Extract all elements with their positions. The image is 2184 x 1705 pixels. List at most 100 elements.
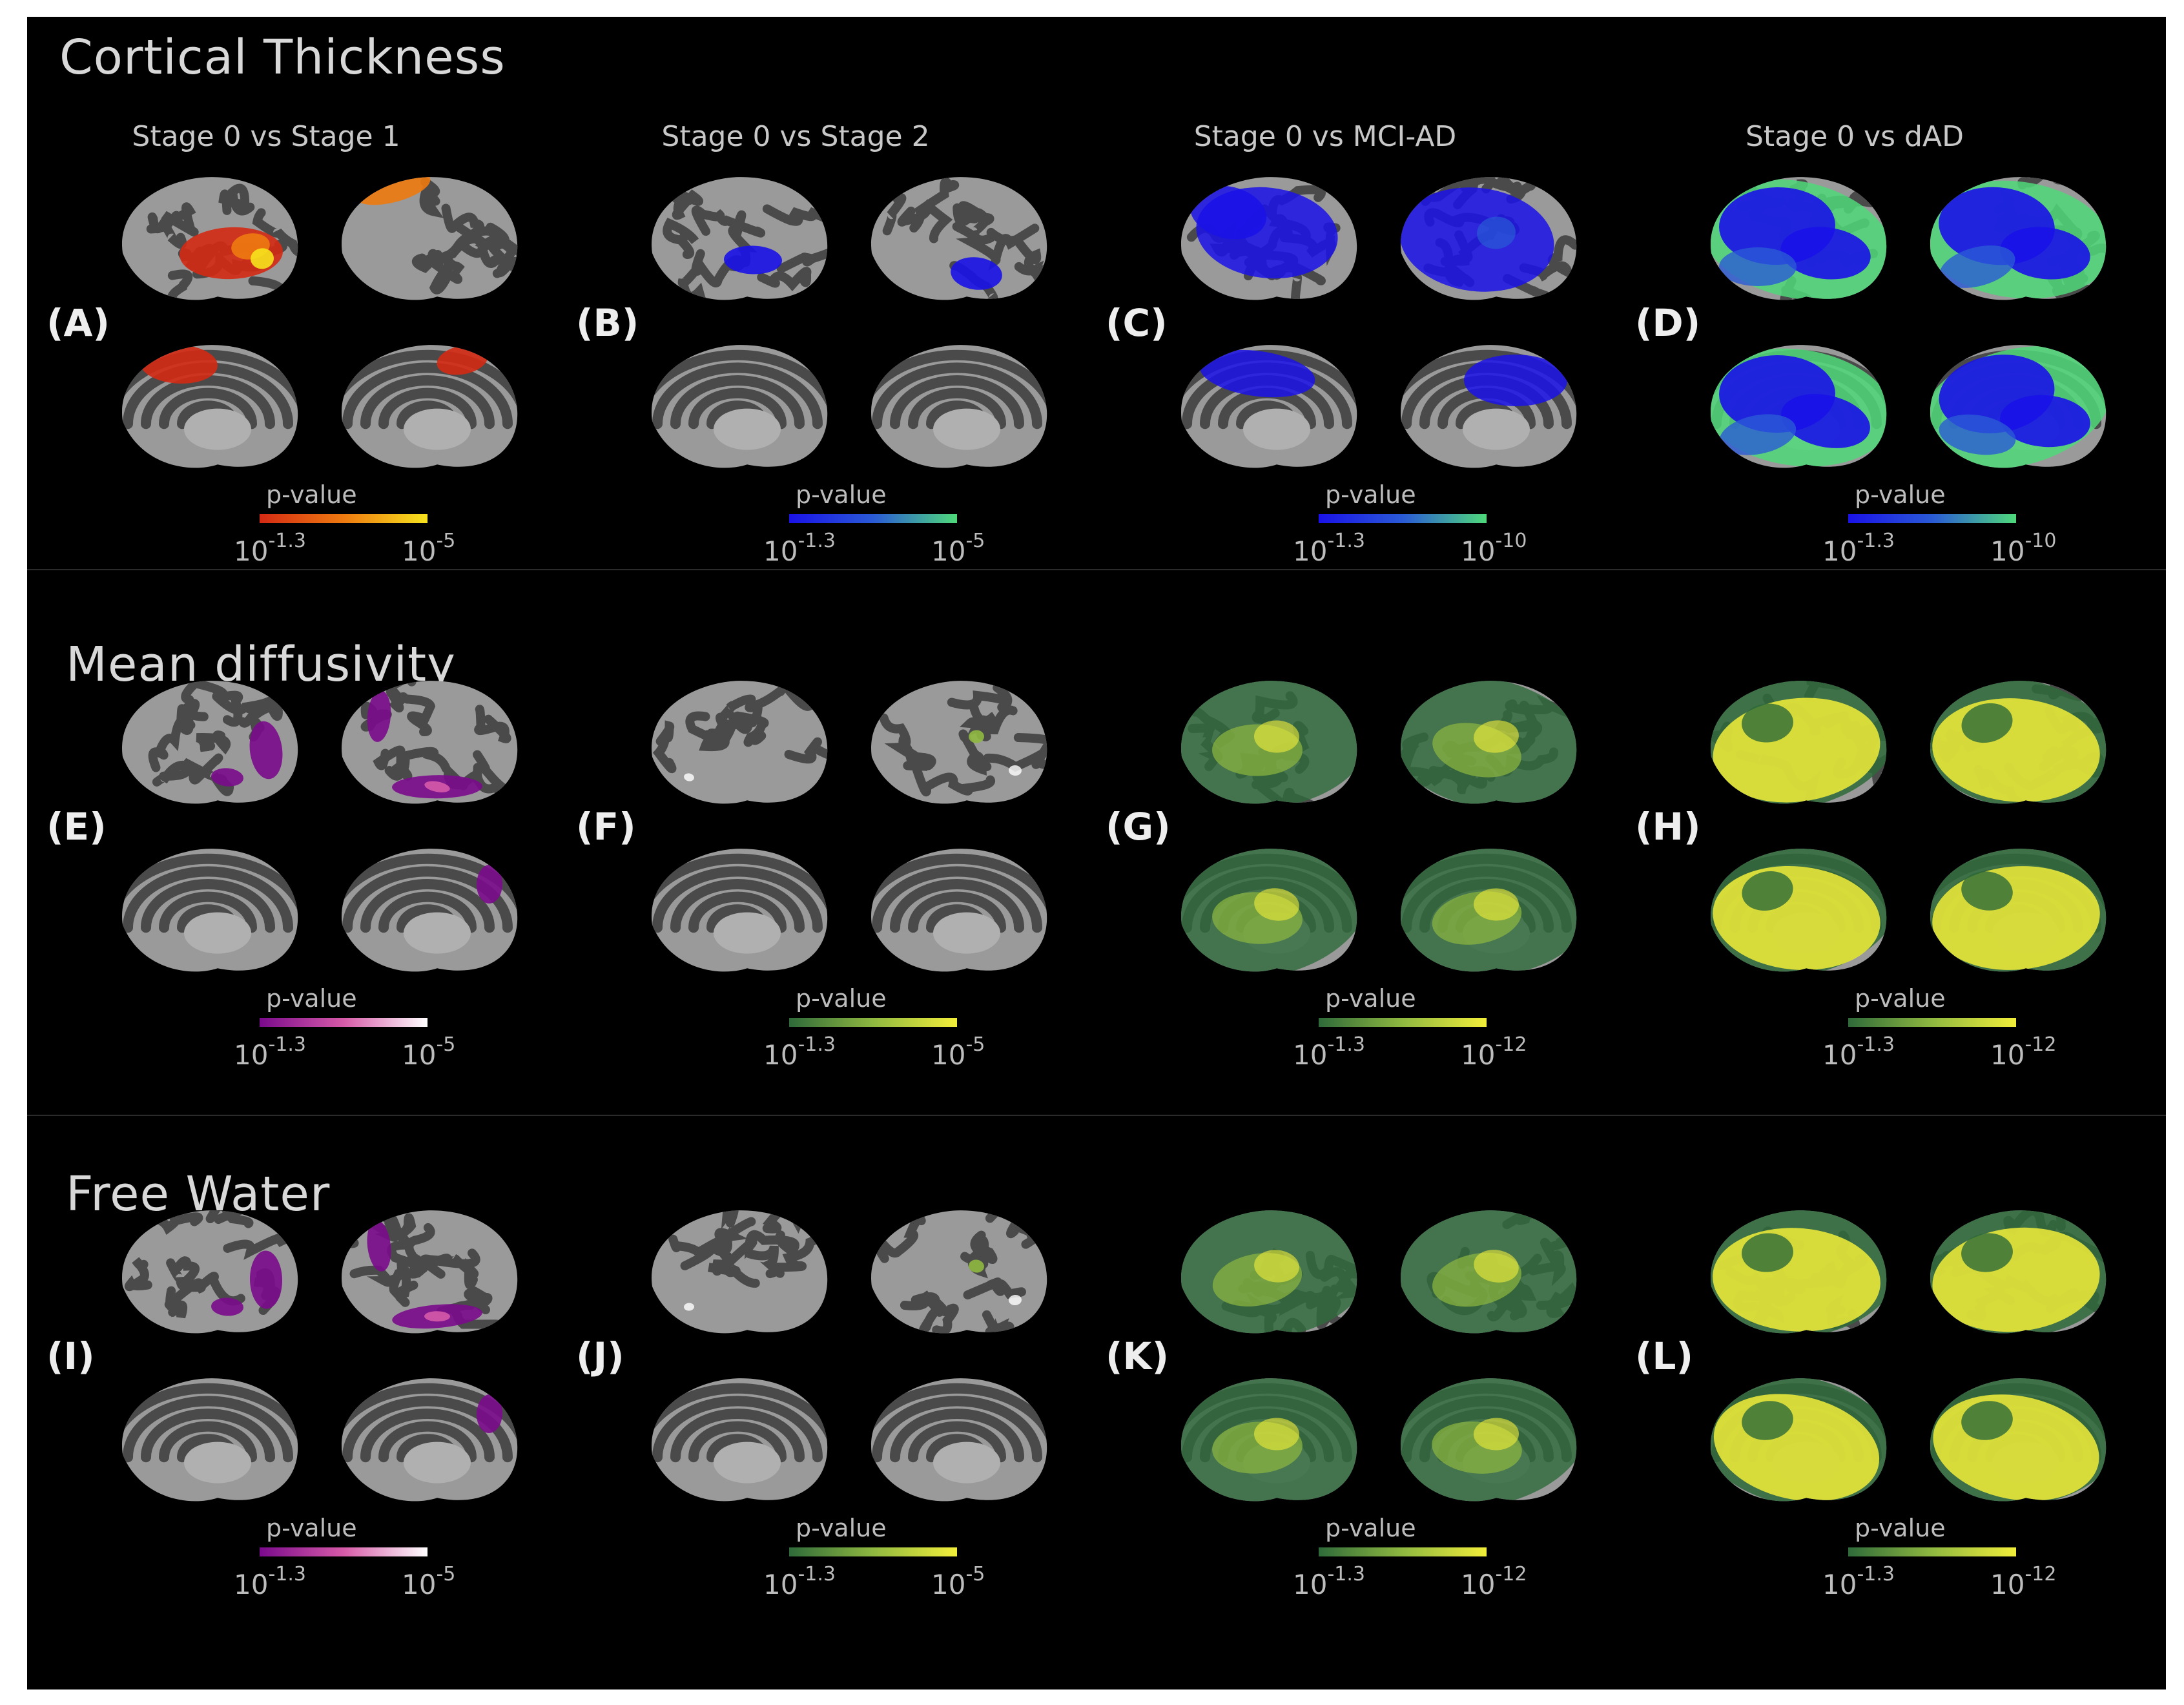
colorbar-tick-label: 10-12 (1461, 1033, 1527, 1071)
lateral-brain-surface (342, 1210, 518, 1334)
medial-brain-surface (122, 345, 298, 468)
section-title: Cortical Thickness (59, 30, 506, 85)
medial-brain-surface (1181, 345, 1357, 468)
lateral-brain-surface (871, 681, 1047, 804)
tick-base: 10 (1461, 1569, 1496, 1600)
lateral-brain-surface (1930, 1210, 2107, 1334)
tick-exponent: -5 (965, 1563, 985, 1586)
tick-exponent: -5 (436, 1033, 456, 1056)
medial-brain-surface (342, 345, 518, 468)
colorbar-tick-label: 10-1.3 (763, 1563, 836, 1600)
colorbar-title: p-value (1855, 984, 1946, 1013)
medial-brain-surface (1401, 849, 1577, 972)
tick-base: 10 (931, 1569, 966, 1600)
lateral-brain-surface (122, 1210, 298, 1334)
tick-exponent: -1.3 (1857, 530, 1895, 552)
colorbar-tick-label: 10-5 (931, 1563, 985, 1600)
colorbar-title: p-value (1855, 480, 1946, 509)
column-header: Stage 0 vs Stage 2 (661, 120, 930, 153)
lateral-brain-surface (1181, 177, 1357, 300)
tick-exponent: -5 (965, 530, 985, 552)
colorbar-title: p-value (796, 1514, 887, 1542)
tick-base: 10 (763, 1039, 798, 1071)
colorbar-title: p-value (266, 984, 357, 1013)
panel-label: (C) (1106, 301, 1168, 345)
medial-brain-surface (1930, 345, 2107, 468)
lateral-brain-surface (1401, 177, 1577, 300)
colorbar (260, 1018, 428, 1027)
medial-brain-surface (652, 1378, 828, 1502)
tick-exponent: -1.3 (268, 530, 306, 552)
medial-brain-surface (1181, 1378, 1357, 1502)
tick-exponent: -1.3 (1327, 530, 1365, 552)
colorbar-title: p-value (1855, 1514, 1946, 1542)
tick-base: 10 (1293, 1569, 1328, 1600)
lateral-brain-surface (1711, 681, 1887, 804)
panel-label: (G) (1106, 805, 1171, 849)
tick-exponent: -12 (1495, 1033, 1527, 1056)
medial-brain-surface (871, 1378, 1047, 1502)
lateral-brain-surface (871, 1210, 1047, 1334)
tick-base: 10 (1990, 1039, 2025, 1071)
lateral-brain-surface (1181, 1210, 1357, 1334)
medial-brain-surface (1181, 849, 1357, 972)
lateral-brain-surface (652, 681, 828, 804)
tick-exponent: -10 (1495, 530, 1527, 552)
column-header: Stage 0 vs Stage 1 (132, 120, 400, 153)
tick-exponent: -1.3 (1857, 1033, 1895, 1056)
panel-label: (D) (1635, 301, 1701, 345)
colorbar-tick-label: 10-1.3 (1822, 1033, 1895, 1071)
colorbar-title: p-value (1325, 480, 1416, 509)
colorbar-tick-label: 10-5 (931, 1033, 985, 1071)
colorbar-title: p-value (796, 480, 887, 509)
lateral-brain-surface (1711, 177, 1887, 300)
colorbar-tick-label: 10-1.3 (1293, 1563, 1365, 1600)
tick-exponent: -1.3 (798, 530, 836, 552)
colorbar-tick-label: 10-5 (402, 1563, 455, 1600)
colorbar-tick-label: 10-1.3 (1293, 1033, 1365, 1071)
tick-exponent: -1.3 (798, 1033, 836, 1056)
medial-brain-surface (652, 345, 828, 468)
lateral-brain-surface (1711, 1210, 1887, 1334)
colorbar-tick-label: 10-1.3 (234, 1563, 306, 1600)
medial-brain-surface (122, 1378, 298, 1502)
colorbar-tick-label: 10-1.3 (234, 1033, 306, 1071)
lateral-brain-surface (1401, 1210, 1577, 1334)
medial-brain-surface (342, 849, 518, 972)
tick-base: 10 (763, 535, 798, 567)
section-title: Mean diffusivity (66, 637, 456, 692)
colorbar (1848, 514, 2016, 523)
tick-exponent: -10 (2024, 530, 2057, 552)
colorbar-tick-label: 10-1.3 (234, 530, 306, 567)
panel-label: (L) (1635, 1334, 1693, 1378)
lateral-brain-surface (1181, 681, 1357, 804)
tick-base: 10 (234, 535, 269, 567)
tick-base: 10 (1822, 1039, 1857, 1071)
tick-base: 10 (931, 1039, 966, 1071)
colorbar-tick-label: 10-1.3 (1293, 530, 1365, 567)
tick-base: 10 (1293, 535, 1328, 567)
colorbar (1319, 1547, 1487, 1556)
colorbar (789, 1018, 957, 1027)
tick-exponent: -1.3 (798, 1563, 836, 1586)
colorbar-tick-label: 10-10 (1461, 530, 1527, 567)
colorbar-tick-label: 10-1.3 (763, 530, 836, 567)
lateral-brain-surface (122, 177, 298, 300)
colorbar-title: p-value (1325, 984, 1416, 1013)
tick-exponent: -5 (436, 1563, 456, 1586)
lateral-brain-surface (1930, 681, 2107, 804)
tick-exponent: -1.3 (1327, 1563, 1365, 1586)
tick-exponent: -12 (2024, 1033, 2057, 1056)
colorbar-tick-label: 10-10 (1990, 530, 2057, 567)
tick-exponent: -5 (965, 1033, 985, 1056)
lateral-brain-surface (342, 177, 518, 300)
medial-brain-surface (122, 849, 298, 972)
tick-base: 10 (763, 1569, 798, 1600)
panel-label: (H) (1635, 805, 1701, 849)
colorbar (260, 1547, 428, 1556)
tick-exponent: -12 (2024, 1563, 2057, 1586)
section-separator (27, 1115, 2166, 1116)
medial-brain-surface (652, 849, 828, 972)
colorbar (260, 514, 428, 523)
